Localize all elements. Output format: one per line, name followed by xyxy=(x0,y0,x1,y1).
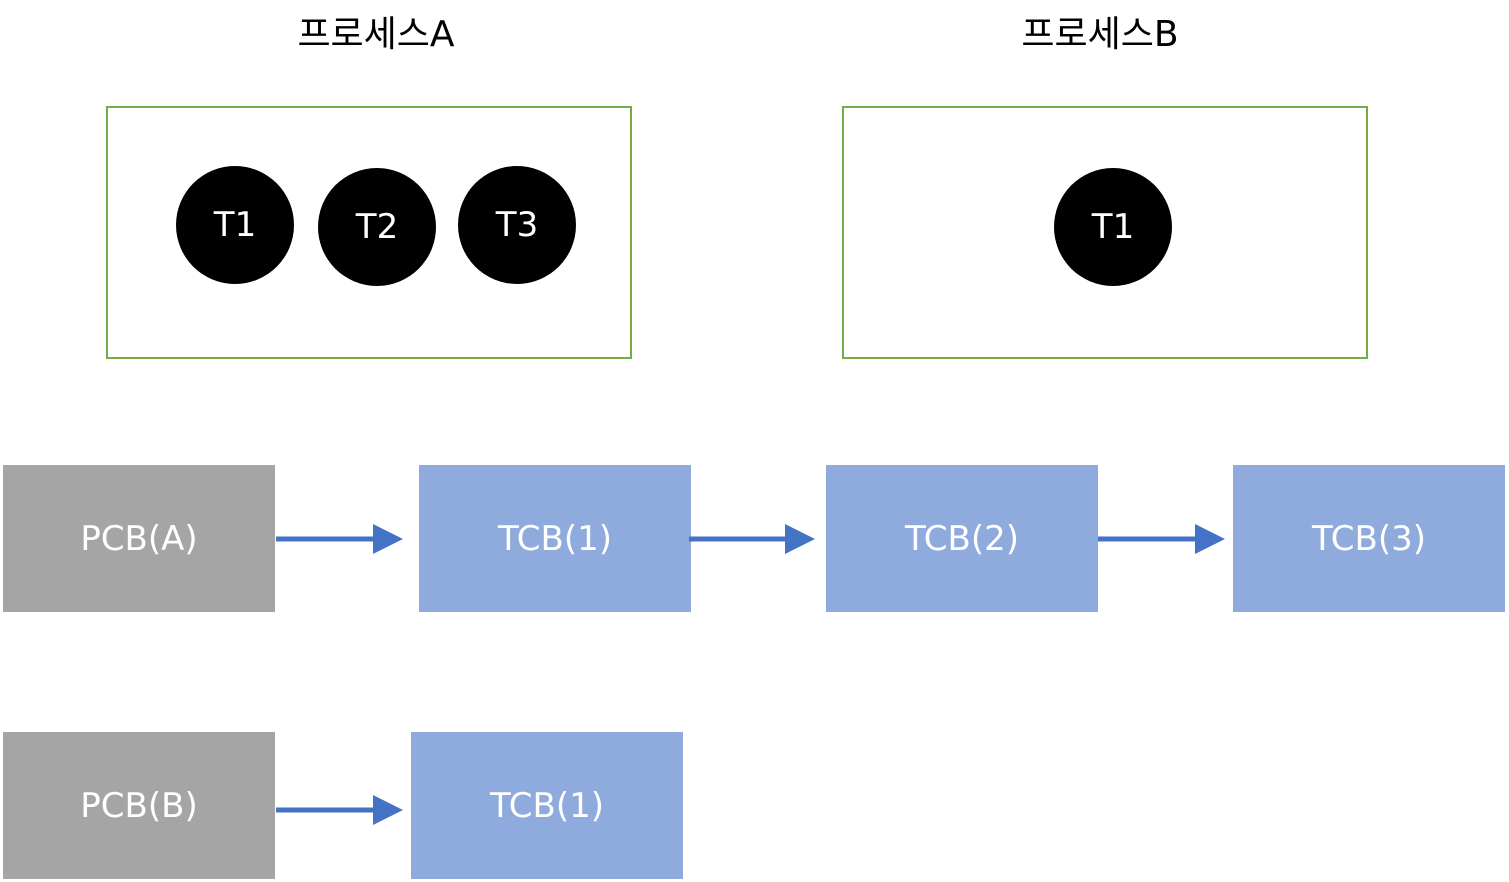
process-b-thread-1: T1 xyxy=(1054,168,1172,286)
pcb-b-block: PCB(B) xyxy=(3,732,275,879)
chain-b-tcb-1: TCB(1) xyxy=(411,732,683,879)
process-a-title: 프로세스A xyxy=(297,14,455,55)
pcb-a-block: PCB(A) xyxy=(3,465,275,612)
process-a-thread-2: T2 xyxy=(318,168,436,286)
chain-a-tcb-2: TCB(2) xyxy=(826,465,1098,612)
chain-a-tcb-1: TCB(1) xyxy=(419,465,691,612)
chain-a-tcb-3: TCB(3) xyxy=(1233,465,1505,612)
process-a-thread-3: T3 xyxy=(458,166,576,284)
process-a-thread-1: T1 xyxy=(176,166,294,284)
process-b-title: 프로세스B xyxy=(1021,14,1179,55)
